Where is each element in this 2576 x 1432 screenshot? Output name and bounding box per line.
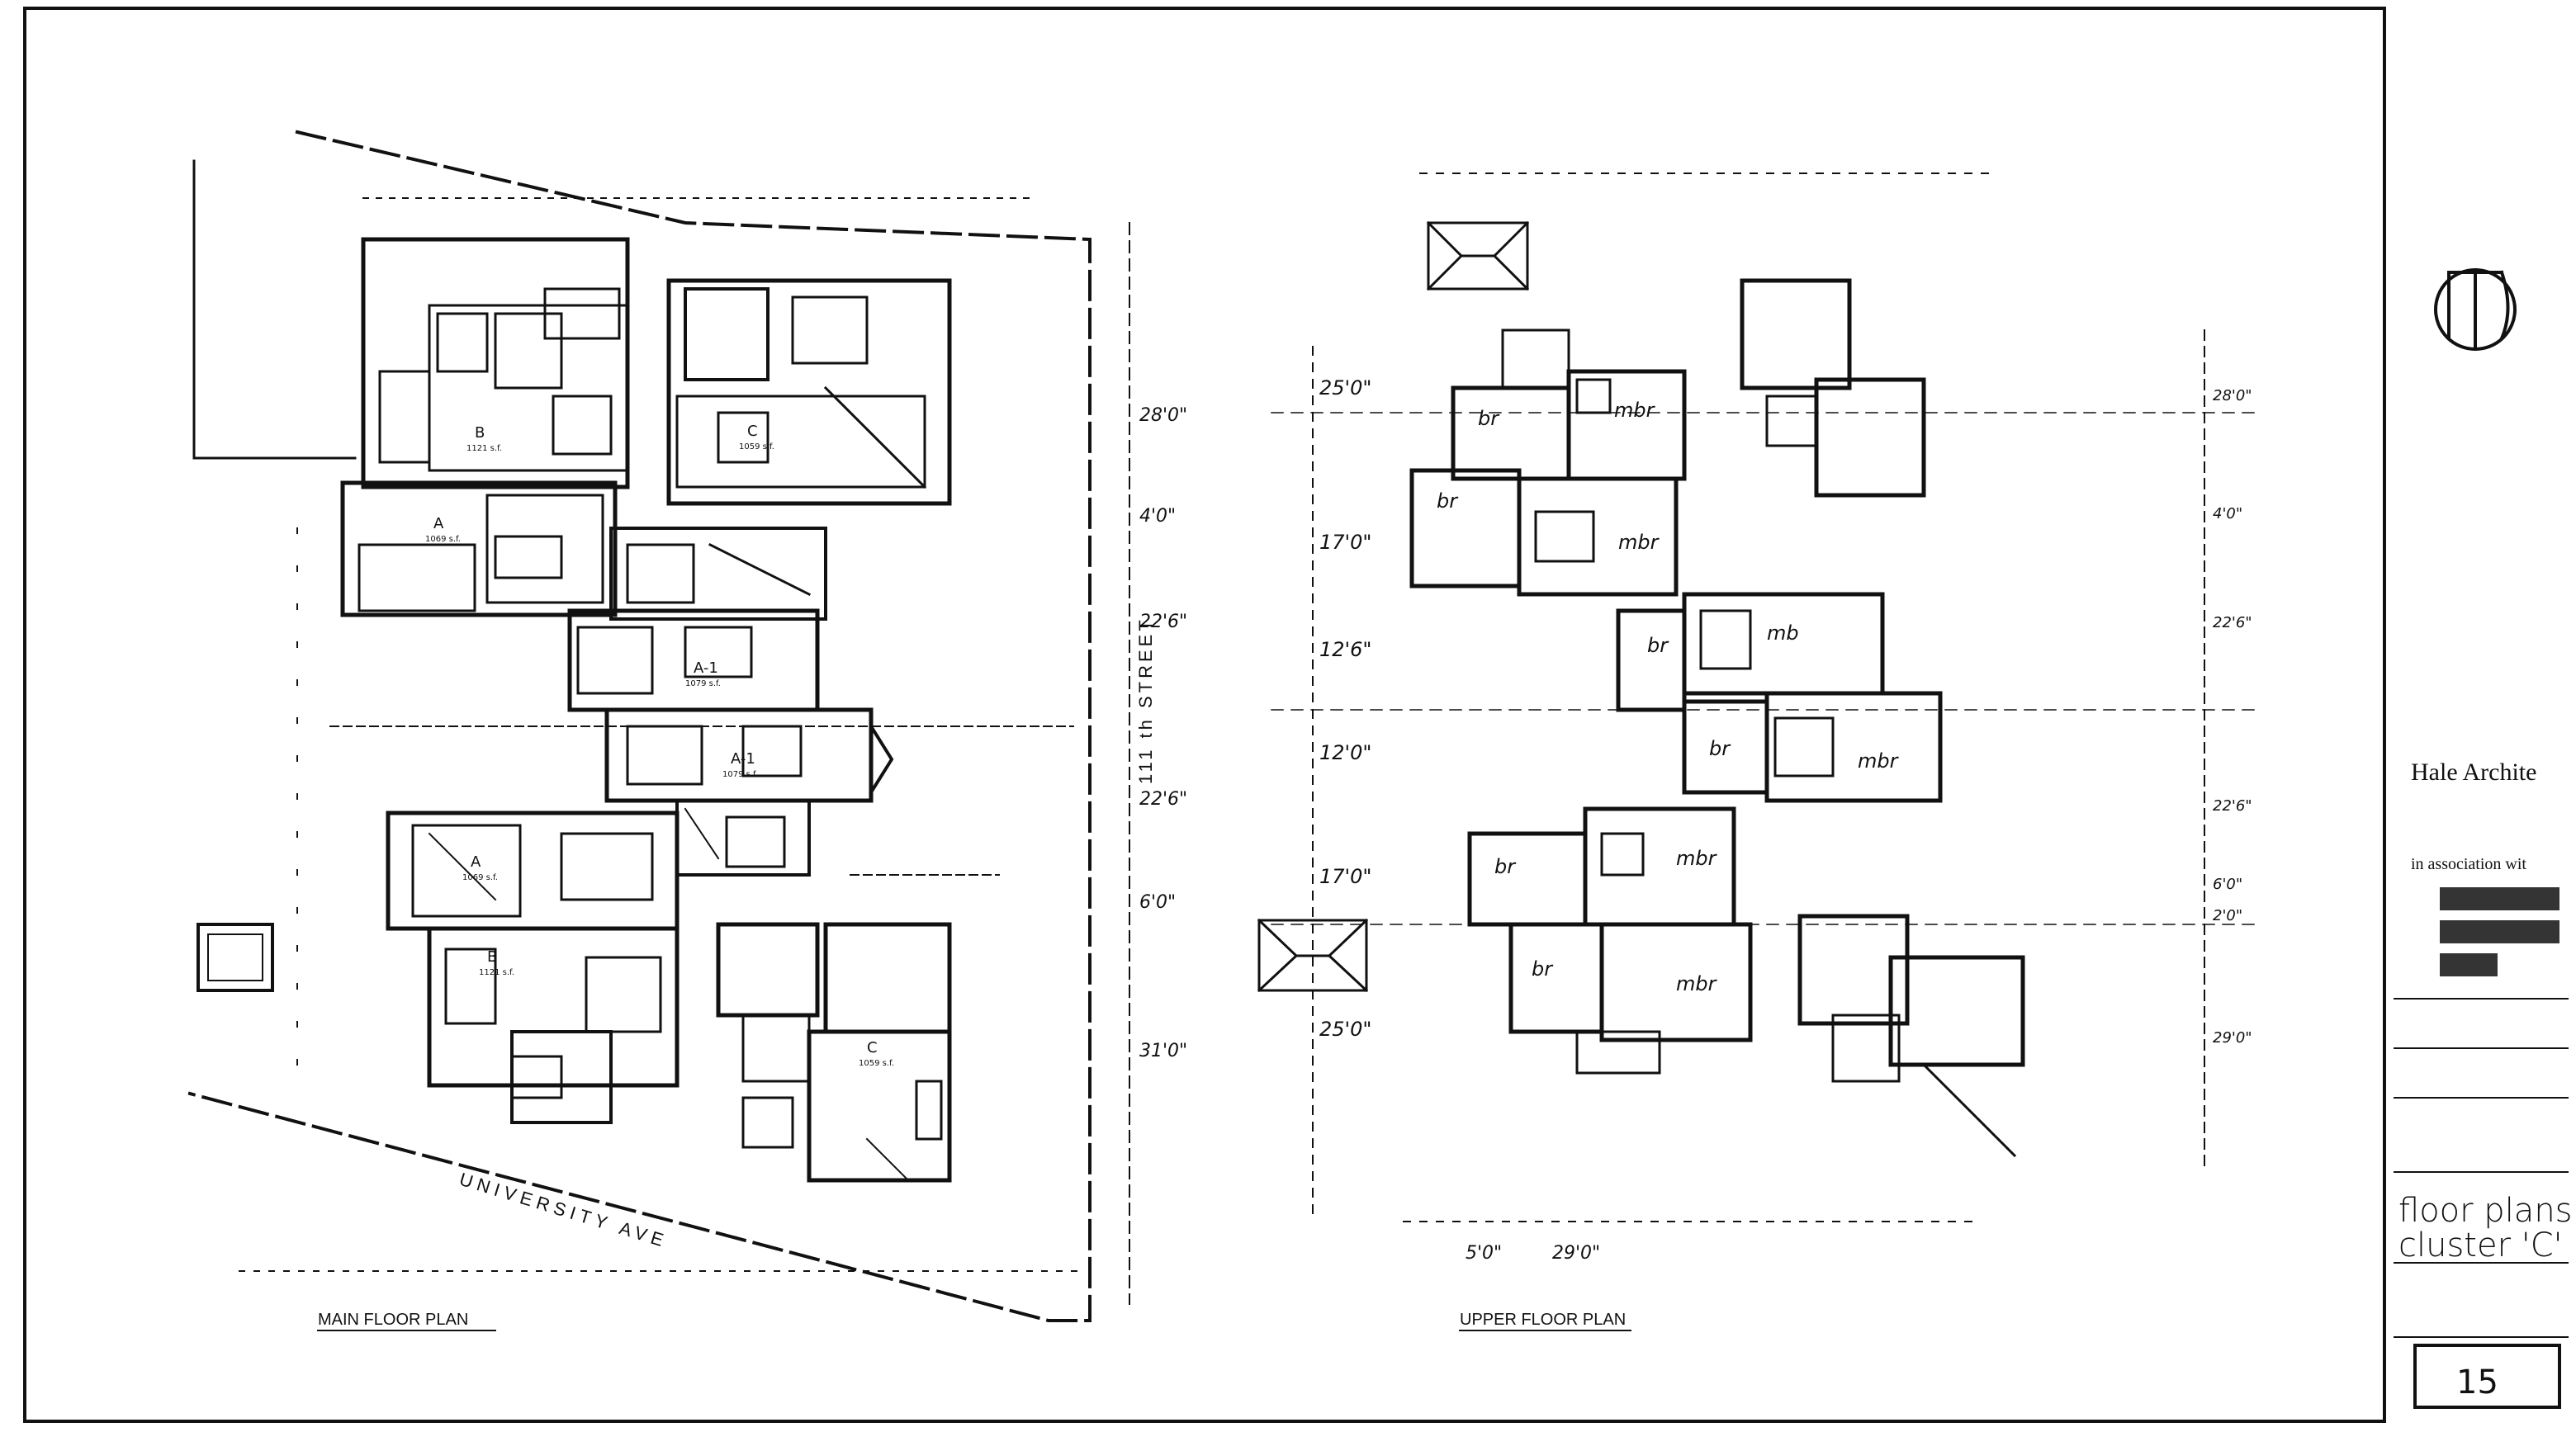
unit-b-top [361,237,630,489]
unit-b-lower [427,926,680,1124]
room-label: br [1647,634,1669,657]
unit-area: 1069 s.f. [462,873,498,882]
dimension-label: 25'0" [1319,376,1371,399]
room-label: mbr [1614,399,1656,422]
dimension-label: 31'0" [1139,1041,1187,1061]
unit-label: C [867,1039,878,1056]
upper-floor-plan [1257,173,2263,1222]
upper-unit-1 [1451,328,1687,481]
dimension-label: 2'0" [2213,907,2242,924]
room-label: br [1437,489,1459,513]
unit-label: B [487,948,497,966]
dimension-label: 22'6" [1139,789,1187,810]
association-note: in association wit [2411,855,2526,873]
dimension-label: 28'0" [2213,387,2252,404]
unit-label: A [471,853,481,871]
upper-unit-6 [1508,922,1753,1075]
upper-unit-top-right [1740,278,1926,498]
firm-name: Hale Archite [2411,759,2536,786]
roof-plan-left [1257,918,1369,993]
upper-unit-2 [1409,468,1679,597]
unit-label: C [747,423,758,440]
dimension-label: 22'6" [1139,612,1187,632]
drawing-title-line-2: cluster 'C' [2398,1226,2563,1264]
dimension-label: 22'6" [2213,797,2252,815]
upper-floor-plan-title: UPPER FLOOR PLAN [1460,1311,1626,1329]
room-label: mbr [1858,749,1900,773]
unit-label: A-1 [694,659,718,677]
sheet-border [23,7,2386,1423]
unit-area: 1079 s.f. [722,770,758,779]
firm-logo-icon [2434,268,2517,351]
unit-c-top [666,278,952,506]
sheet-number-box [2413,1344,2561,1409]
site-sign-box [197,923,274,992]
dimension-label: 29'0" [1552,1243,1600,1264]
dimension-label: 28'0" [1139,405,1187,426]
unit-a-upper [340,480,618,617]
street-label-diagonal: UNIVERSITY AVE [457,1169,671,1252]
dimension-label: 5'0" [1466,1243,1502,1264]
main-floor-plan [187,130,1130,1322]
roof-plan-top [1426,220,1530,291]
upper-unit-4 [1682,691,1943,803]
unit-area: 1069 s.f. [425,535,461,544]
unit-label: A [433,515,444,532]
room-label: br [1494,855,1517,878]
title-block [2394,268,2569,1409]
unit-c-lower [716,922,952,1183]
drawing-title-line-1: floor plans [2398,1192,2573,1230]
dimension-label: 6'0" [2213,876,2242,893]
unit-label: A-1 [731,750,755,768]
dimension-label: 12'6" [1319,638,1371,661]
room-label: br [1709,737,1731,760]
dimension-label: 12'0" [1319,741,1371,764]
dimension-label: 25'0" [1319,1018,1371,1041]
stair-core [675,799,811,877]
dimension-label: 4'0" [1139,506,1176,527]
dimension-label: 29'0" [2213,1029,2252,1047]
room-label: mb [1767,621,1799,645]
unit-area: 1121 s.f. [466,444,502,453]
dimension-label: 17'0" [1319,531,1371,554]
room-label: br [1478,407,1500,430]
unit-label: B [475,424,485,442]
unit-a-lower [386,811,680,931]
unit-area: 1079 s.f. [685,679,721,688]
upper-unit-bottom-right [1797,914,2025,1158]
room-label: mbr [1676,972,1718,995]
dimension-label: 4'0" [2213,505,2242,522]
unit-area: 1121 s.f. [479,968,514,977]
site-boundary [187,130,1091,1322]
street-label-vertical: 111 th STREET [1135,617,1156,784]
room-label: mbr [1676,847,1718,870]
room-label: br [1532,957,1554,981]
dimension-label: 6'0" [1139,892,1176,913]
unit-area: 1059 s.f. [739,442,774,451]
sheet-number: 15 [2456,1363,2498,1401]
dimension-label: 17'0" [1319,865,1371,888]
room-label: mbr [1618,531,1660,554]
main-floor-plan-title: MAIN FLOOR PLAN [318,1311,468,1329]
dimension-label: 22'6" [2213,614,2252,631]
connector-block [609,527,827,621]
unit-area: 1059 s.f. [859,1059,894,1068]
